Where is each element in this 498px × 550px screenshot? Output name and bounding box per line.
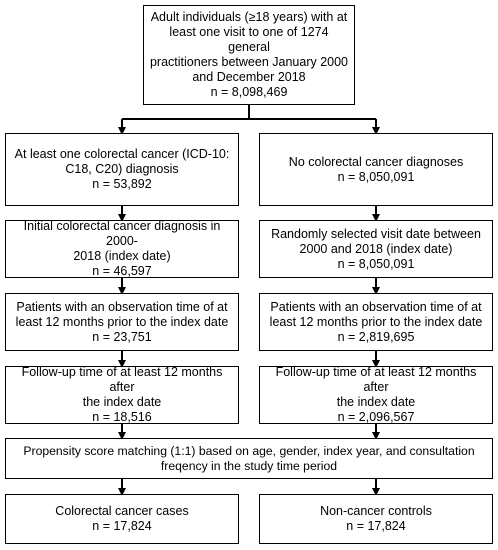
crc-diagnosis-count: n = 53,892 xyxy=(92,177,152,191)
crc-cases-label: Colorectal cancer cases xyxy=(55,504,189,518)
control-observation-time-count: n = 2,819,695 xyxy=(337,329,415,344)
propensity-matching-line-2: freqency in the study time period xyxy=(160,458,338,473)
eligible-population-count: n = 8,098,469 xyxy=(210,85,288,99)
eligible-population-line-1: Adult individuals (≥18 years) with at xyxy=(150,10,348,24)
crc-follow-up-count: n = 18,516 xyxy=(92,410,152,424)
random-visit-date-box: Randomly selected visit date between 200… xyxy=(259,220,493,278)
control-observation-time-line-2: least 12 months prior to the index date xyxy=(269,314,483,329)
control-follow-up-line-1: Follow-up time of at least 12 months aft… xyxy=(275,365,477,394)
crc-follow-up-box: Follow-up time of at least 12 months aft… xyxy=(5,365,239,424)
crc-diagnosis-line-2: C18, C20) diagnosis xyxy=(65,162,179,176)
no-crc-diagnosis-box: No colorectal cancer diagnoses n = 8,050… xyxy=(259,133,493,206)
control-observation-time-line-1: Patients with an observation time of at xyxy=(270,299,482,314)
crc-initial-diagnosis-line-2: 2018 (index date) xyxy=(73,249,171,263)
crc-diagnosis-line-1: At least one colorectal cancer (ICD-10: xyxy=(14,147,230,161)
crc-cases-count: n = 17,824 xyxy=(92,519,152,533)
crc-initial-diagnosis-line-1: Initial colorectal cancer diagnosis in 2… xyxy=(23,219,221,248)
control-follow-up-count: n = 2,096,567 xyxy=(337,410,415,424)
eligible-population-line-2: least one visit to one of 1274 general xyxy=(169,25,329,54)
control-follow-up-line-2: the index date xyxy=(336,395,416,409)
control-follow-up-box: Follow-up time of at least 12 months aft… xyxy=(259,365,493,424)
eligible-population-box: Adult individuals (≥18 years) with at le… xyxy=(143,5,355,105)
non-cancer-controls-label: Non-cancer controls xyxy=(320,504,432,518)
random-visit-date-count: n = 8,050,091 xyxy=(337,256,415,271)
crc-follow-up-line-1: Follow-up time of at least 12 months aft… xyxy=(21,365,223,394)
non-cancer-controls-count: n = 17,824 xyxy=(346,519,406,533)
crc-diagnosis-box: At least one colorectal cancer (ICD-10: … xyxy=(5,133,239,206)
random-visit-date-line-1: Randomly selected visit date between xyxy=(271,226,481,241)
control-observation-time-box: Patients with an observation time of at … xyxy=(259,293,493,351)
crc-observation-time-box: Patients with an observation time of at … xyxy=(5,293,239,351)
crc-observation-time-line-2: least 12 months prior to the index date xyxy=(15,314,229,329)
eligible-population-line-4: and December 2018 xyxy=(192,70,306,84)
no-crc-diagnosis-count: n = 8,050,091 xyxy=(337,169,415,184)
random-visit-date-line-2: 2000 and 2018 (index date) xyxy=(299,241,453,256)
crc-initial-diagnosis-box: Initial colorectal cancer diagnosis in 2… xyxy=(5,219,239,278)
crc-follow-up-line-2: the index date xyxy=(82,395,162,409)
propensity-matching-line-1: Propensity score matching (1:1) based on… xyxy=(23,443,475,458)
crc-cases-box: Colorectal cancer cases n = 17,824 xyxy=(5,494,239,544)
no-crc-diagnosis-line-1: No colorectal cancer diagnoses xyxy=(288,154,464,169)
propensity-matching-box: Propensity score matching (1:1) based on… xyxy=(5,438,493,479)
crc-observation-time-count: n = 23,751 xyxy=(92,329,152,344)
eligible-population-line-3: practitioners between January 2000 xyxy=(149,55,349,69)
crc-initial-diagnosis-count: n = 46,597 xyxy=(92,264,152,278)
crc-observation-time-line-1: Patients with an observation time of at xyxy=(16,299,228,314)
non-cancer-controls-box: Non-cancer controls n = 17,824 xyxy=(259,494,493,544)
